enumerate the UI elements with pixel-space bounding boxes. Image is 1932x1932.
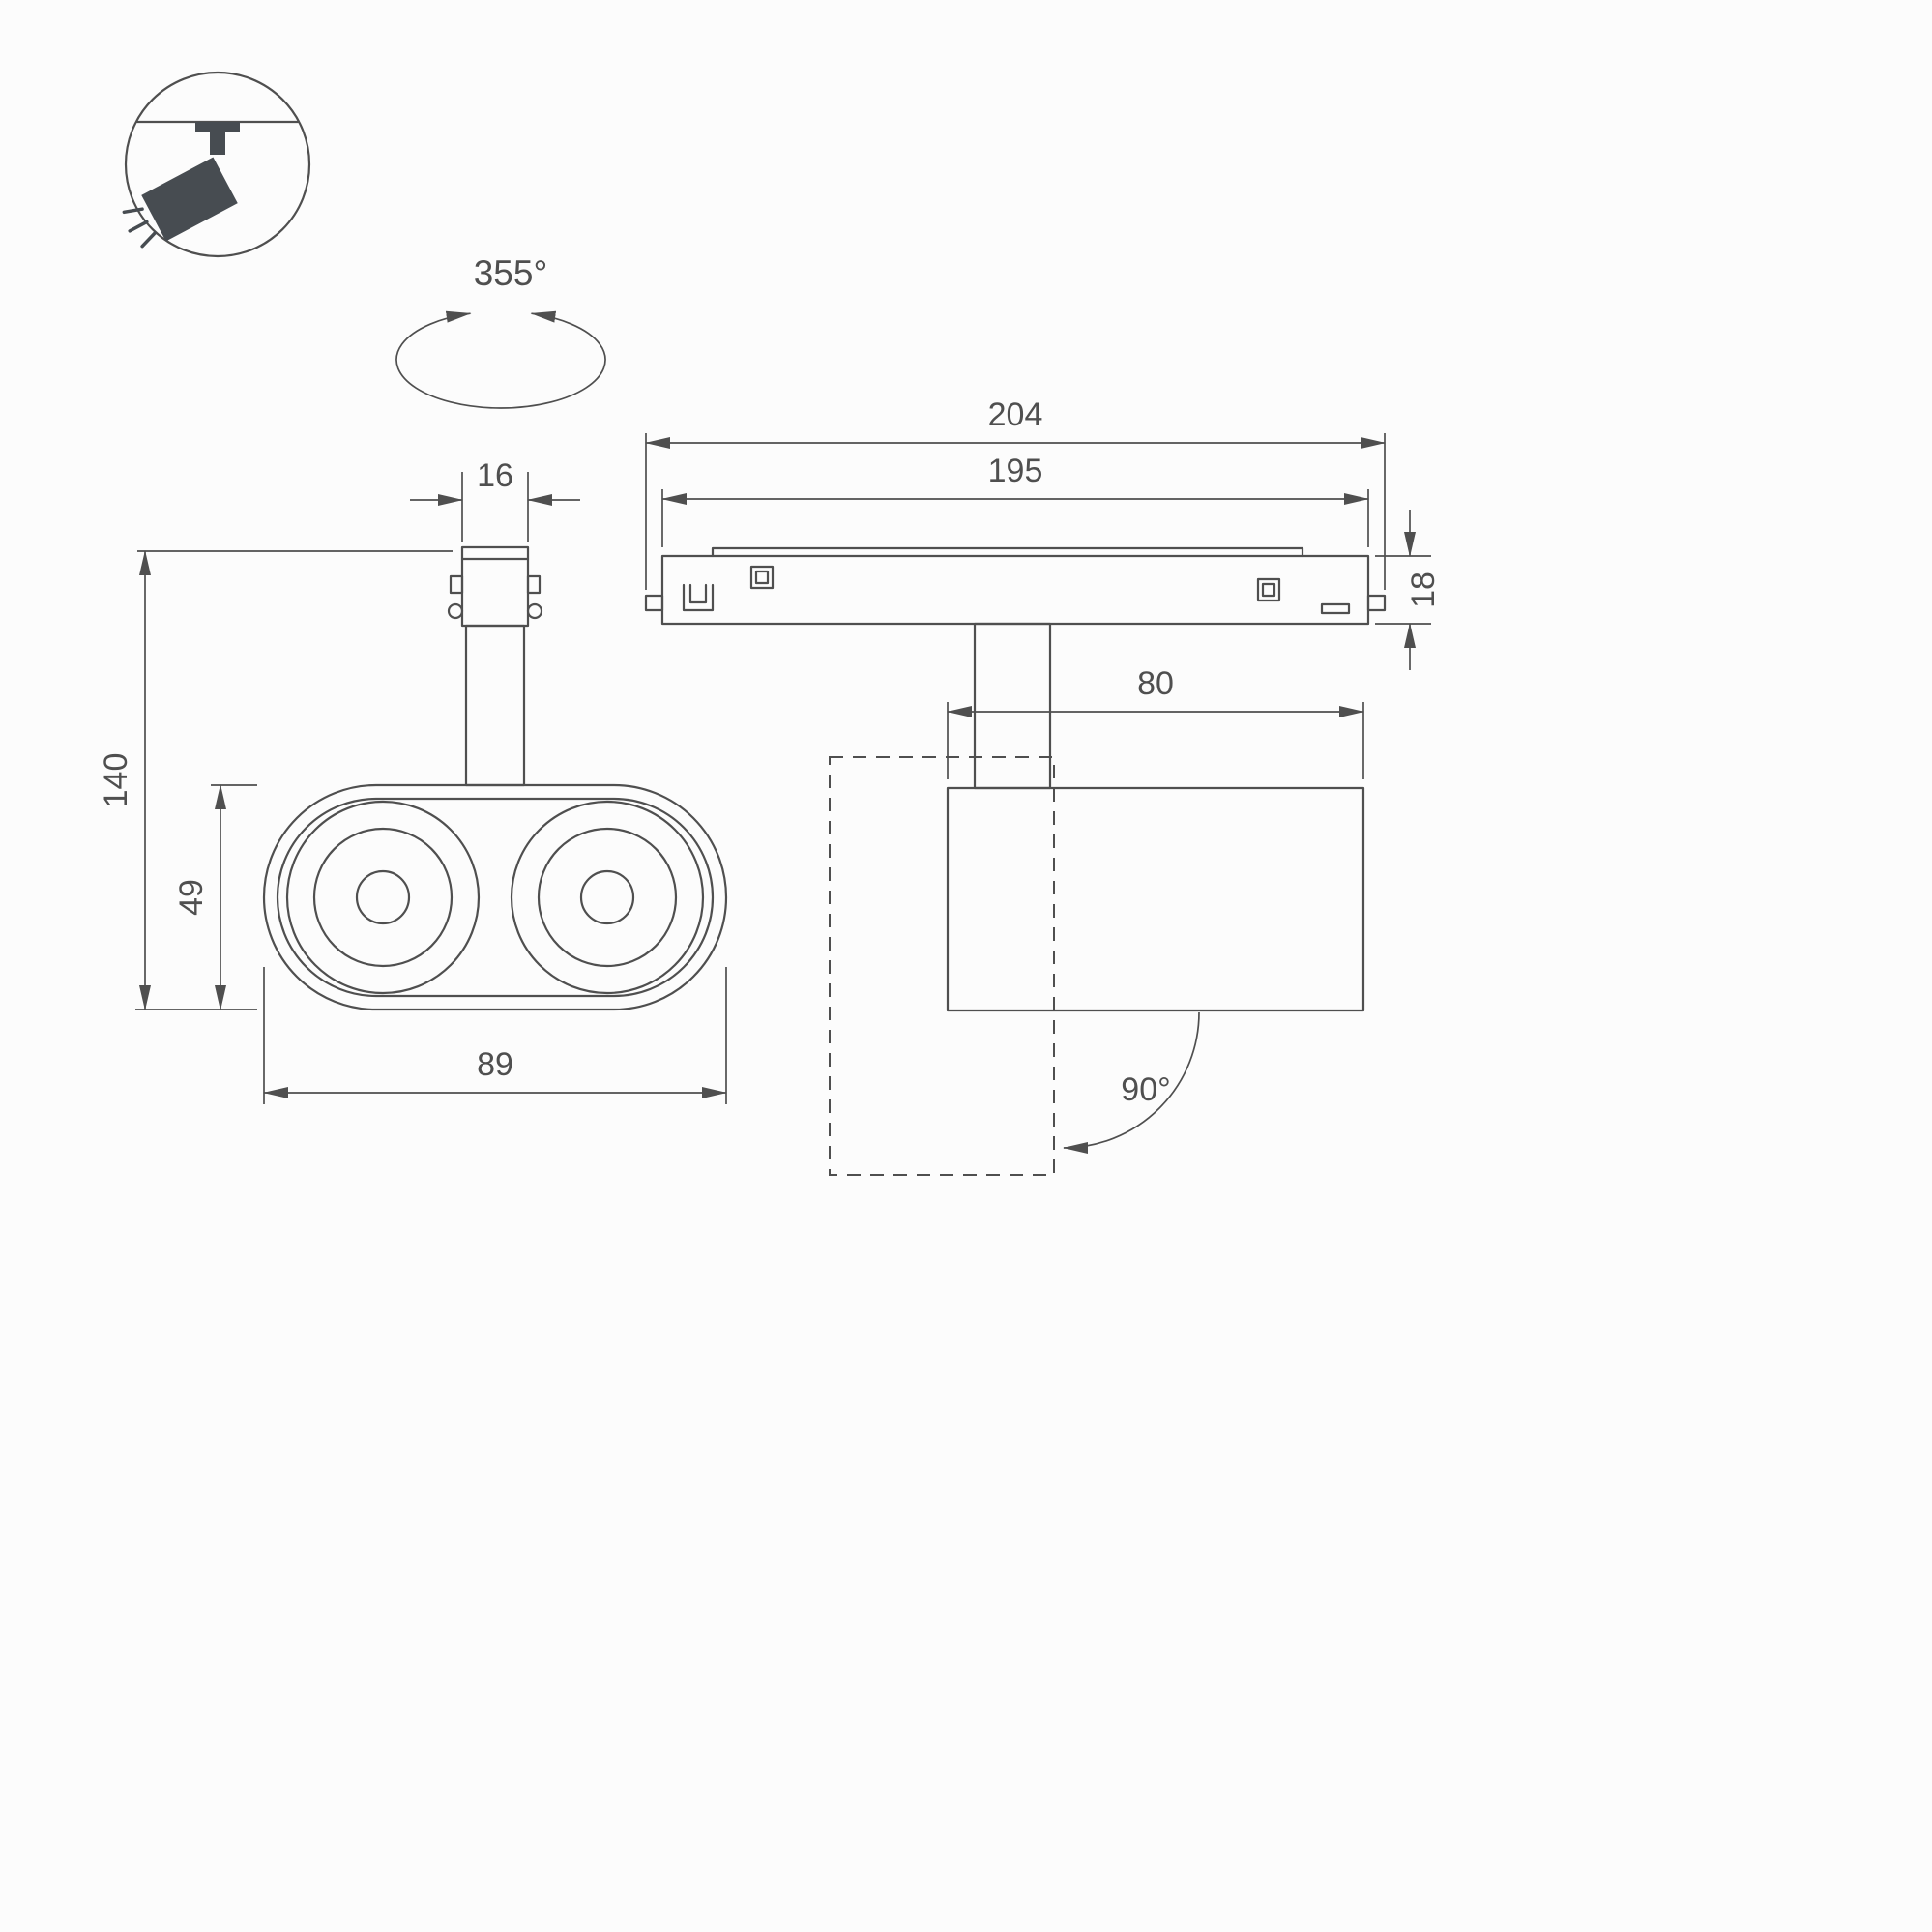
front-adapter xyxy=(447,545,543,628)
rotation-ellipse-arrow xyxy=(395,310,606,409)
front-body-outline xyxy=(262,783,728,1011)
light-ray-icon xyxy=(122,207,144,215)
track-end-tab-left xyxy=(644,594,664,612)
pictogram-mount-type xyxy=(122,71,311,258)
pictogram-track-stem xyxy=(210,132,225,155)
dim-track-inner-length: 195 xyxy=(661,453,1369,547)
dim-body-height: 49 xyxy=(173,784,257,1010)
dim-label-18: 18 xyxy=(1405,571,1442,608)
track-contact-right-inner xyxy=(1261,582,1276,598)
side-track xyxy=(644,546,1387,626)
rotation-355-indicator: 355° xyxy=(395,253,606,409)
front-spotlight-left xyxy=(285,800,481,995)
dim-label-140: 140 xyxy=(98,753,134,808)
side-view: 204 195 18 80 90° xyxy=(644,396,1442,1176)
front-stem xyxy=(464,624,526,787)
track-end-tab-right xyxy=(1366,594,1387,612)
track-contact-left xyxy=(749,565,775,590)
dim-side-body-length: 80 xyxy=(947,665,1364,779)
spot-led xyxy=(355,869,411,925)
dim-label-80: 80 xyxy=(1137,665,1174,702)
dim-label-89: 89 xyxy=(477,1046,513,1083)
pictogram-spotlight xyxy=(122,157,238,249)
pictogram-circle xyxy=(124,71,311,258)
front-view: 16 140 49 89 xyxy=(98,457,728,1104)
front-adapter-tab-right xyxy=(526,574,542,595)
track-contact-right xyxy=(1256,577,1281,602)
front-adapter-screw-right xyxy=(526,602,543,620)
front-adapter-tab-left xyxy=(449,574,464,595)
dim-body-width: 89 xyxy=(263,967,727,1104)
dim-adapter-width: 16 xyxy=(410,457,580,542)
spot-ring-outer xyxy=(285,800,481,995)
dim-label-204: 204 xyxy=(988,396,1043,433)
front-adapter-screw-left xyxy=(447,602,464,620)
front-body-inner-outline xyxy=(276,797,715,998)
dim-label-16: 16 xyxy=(477,457,513,494)
spot-ring-middle xyxy=(537,827,678,968)
light-ray-icon xyxy=(140,231,157,249)
side-stem xyxy=(973,622,1052,790)
track-slot-right xyxy=(1320,602,1351,615)
pictogram-track-mount xyxy=(195,122,240,132)
dim-track-outer-length: 204 xyxy=(645,396,1386,590)
tilt-arc-arrow xyxy=(1063,1011,1200,1154)
front-spotlight-right xyxy=(510,800,705,995)
dim-track-height: 18 xyxy=(1375,510,1442,670)
side-body xyxy=(946,786,1365,1012)
dim-label-49: 49 xyxy=(173,879,210,916)
spot-led xyxy=(579,869,635,925)
track-clip-bracket xyxy=(682,583,715,612)
tilt-angle-label: 90° xyxy=(1121,1071,1170,1108)
dim-total-height: 140 xyxy=(98,550,453,1010)
spotlight-body-icon xyxy=(141,157,238,242)
light-ray-icon xyxy=(128,220,149,233)
spot-ring-outer xyxy=(510,800,705,995)
tilted-position-outline xyxy=(829,756,1055,1176)
track-contact-left-inner xyxy=(754,570,770,585)
track-top-strip xyxy=(711,546,1304,558)
tilt-90-indicator: 90° xyxy=(1063,1011,1200,1154)
spot-ring-middle xyxy=(312,827,454,968)
rotation-angle-label: 355° xyxy=(474,253,548,293)
dim-label-195: 195 xyxy=(988,453,1043,489)
